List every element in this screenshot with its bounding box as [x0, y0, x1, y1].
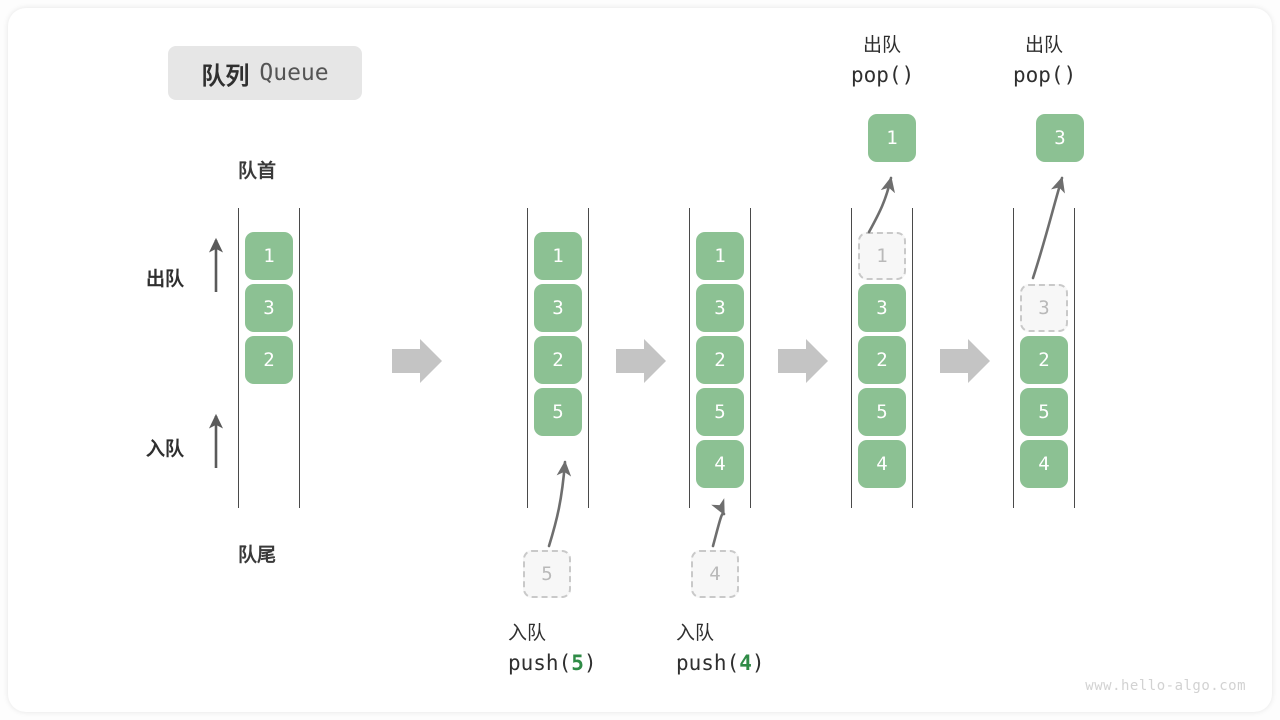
rail-right	[912, 208, 913, 508]
title-english: Queue	[259, 60, 329, 86]
rail-right	[750, 208, 751, 508]
title-chinese: 队列	[201, 61, 250, 90]
queue-cell: 2	[534, 336, 582, 384]
popped-element: 1	[868, 114, 916, 162]
queue-cell: 4	[1020, 440, 1068, 488]
queue-cell: 2	[1020, 336, 1068, 384]
queue-cell: 1	[245, 232, 293, 280]
queue-cell: 1	[696, 232, 744, 280]
op-header-label: 出队	[862, 34, 901, 56]
queue-cell: 3	[245, 284, 293, 332]
op-header-pop-3: 出队 pop()	[1013, 32, 1077, 90]
op-header-pop-1: 出队 pop()	[851, 32, 915, 90]
rear-label: 队尾	[238, 544, 277, 566]
op-header-label: 出队	[1024, 34, 1063, 56]
rail-right	[299, 208, 300, 508]
queue-cell: 5	[534, 388, 582, 436]
queue-cell-removed: 3	[1020, 284, 1068, 332]
queue-column-initial: 1 3 2	[238, 208, 300, 508]
caption-code: push(5)	[508, 650, 597, 675]
queue-cell: 2	[696, 336, 744, 384]
caption-label: 入队	[508, 622, 547, 644]
queue-cell: 5	[1020, 388, 1068, 436]
diagram-card	[8, 8, 1272, 712]
rail-left	[238, 208, 239, 508]
caption-code: push(4)	[676, 650, 765, 675]
watermark: www.hello-algo.com	[1085, 678, 1246, 694]
incoming-element-ghost: 5	[523, 550, 571, 598]
queue-cell: 3	[534, 284, 582, 332]
queue-column-push-4: 1 3 2 5 4	[689, 208, 751, 508]
rail-left	[1013, 208, 1014, 508]
queue-cell: 1	[534, 232, 582, 280]
rail-left	[527, 208, 528, 508]
queue-cell-removed: 1	[858, 232, 906, 280]
rail-right	[588, 208, 589, 508]
rail-left	[851, 208, 852, 508]
caption-push-5: 入队 push(5)	[508, 620, 597, 678]
enqueue-direction-label: 入队	[146, 438, 185, 460]
queue-cell: 3	[858, 284, 906, 332]
caption-push-4: 入队 push(4)	[676, 620, 765, 678]
queue-column-pop-1: 1 3 2 5 4	[851, 208, 913, 508]
title-chip: 队列 Queue	[168, 46, 362, 100]
op-header-code: pop()	[1013, 62, 1077, 87]
queue-column-push-5: 1 3 2 5	[527, 208, 589, 508]
popped-element: 3	[1036, 114, 1084, 162]
queue-cell: 5	[696, 388, 744, 436]
caption-label: 入队	[676, 622, 715, 644]
queue-cell: 4	[696, 440, 744, 488]
rail-left	[689, 208, 690, 508]
queue-cell: 4	[858, 440, 906, 488]
front-label: 队首	[238, 160, 277, 182]
queue-column-pop-3: 3 2 5 4	[1013, 208, 1075, 508]
rail-right	[1074, 208, 1075, 508]
dequeue-direction-label: 出队	[146, 268, 185, 290]
queue-cell: 2	[858, 336, 906, 384]
queue-cell: 2	[245, 336, 293, 384]
op-header-code: pop()	[851, 62, 915, 87]
incoming-element-ghost: 4	[691, 550, 739, 598]
queue-cell: 3	[696, 284, 744, 332]
queue-cell: 5	[858, 388, 906, 436]
